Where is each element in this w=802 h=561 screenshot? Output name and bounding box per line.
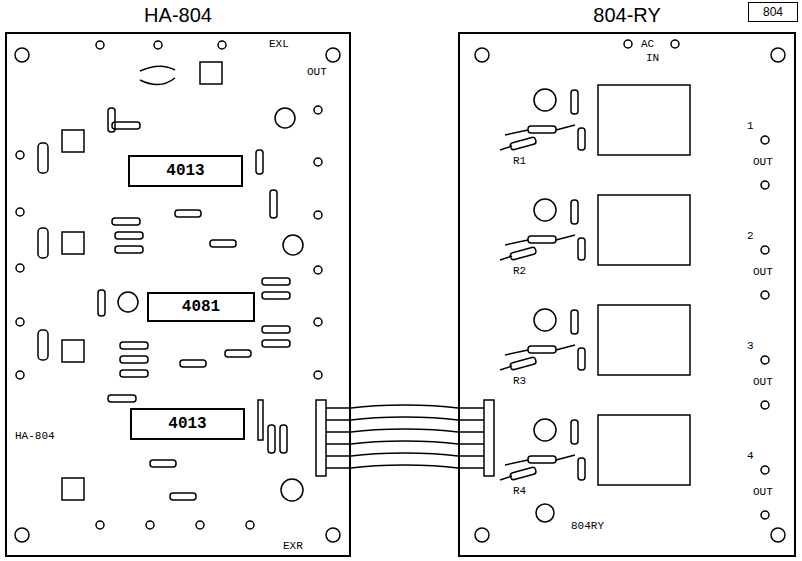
silkscreen-label: OUT [306, 66, 328, 78]
silkscreen-label: OUT [752, 156, 774, 168]
silkscreen-label: 2 [746, 230, 755, 242]
silkscreen-label: R1 [512, 155, 527, 167]
node-label: 4013 [166, 162, 204, 180]
silkscreen-label: HA-804 [14, 430, 56, 442]
board-title: 804-RY [460, 4, 794, 27]
pcb-board: 804-RY [458, 32, 796, 557]
silkscreen-label: R3 [512, 375, 527, 387]
ic-chip: 4013 [128, 155, 243, 187]
silkscreen-label: OUT [752, 266, 774, 278]
node-label: 4081 [182, 298, 220, 316]
silkscreen-label: OUT [752, 376, 774, 388]
page-tag: 804 [748, 2, 798, 22]
silkscreen-label: EXL [268, 38, 290, 50]
silkscreen-label: EXR [282, 540, 304, 552]
silkscreen-label: 3 [746, 340, 755, 352]
silkscreen-label: 1 [746, 120, 755, 132]
cable-wires [351, 405, 458, 468]
ribbon-cable [351, 405, 458, 468]
node-label: 4013 [168, 415, 206, 433]
silkscreen-label: R2 [512, 265, 527, 277]
silkscreen-label: OUT [752, 486, 774, 498]
silkscreen-label: IN [645, 52, 660, 64]
silkscreen-label: R4 [512, 485, 527, 497]
board-title: HA-804 [7, 4, 349, 27]
ic-chip: 4013 [130, 408, 245, 440]
ic-chip: 4081 [147, 292, 255, 322]
silkscreen-label: 804RY [570, 520, 605, 532]
node-label: 804 [763, 5, 783, 19]
silkscreen-label: 4 [746, 450, 755, 462]
silkscreen-label: AC [640, 38, 655, 50]
pcb-board: HA-804 4013 4081 4013 [5, 32, 351, 557]
